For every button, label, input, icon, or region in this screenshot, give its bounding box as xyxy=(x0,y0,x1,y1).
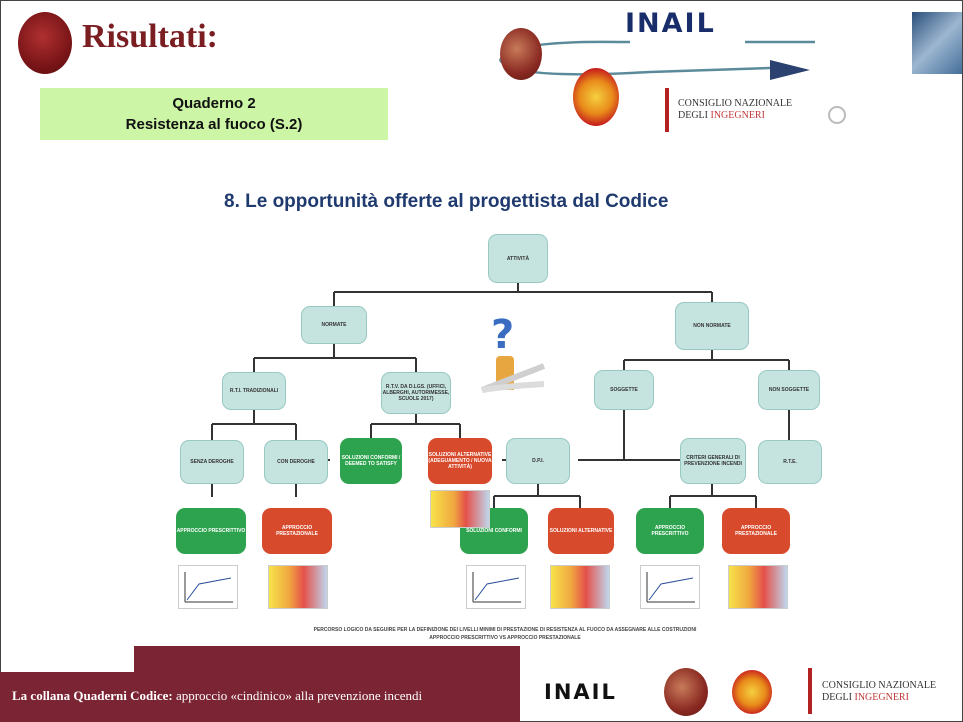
cni-emblem-icon xyxy=(828,106,846,124)
node-soggette: SOGGETTE xyxy=(594,370,654,410)
fire-curve-thumbnail-2 xyxy=(550,565,610,609)
node-dpi: D.P.I. xyxy=(506,438,570,484)
node-approccio-prescrittivo-2: APPROCCIO PRESCRITTIVO xyxy=(636,508,704,554)
seal-logo-small xyxy=(500,28,542,80)
cni-line1: CONSIGLIO NAZIONALE xyxy=(678,98,793,109)
university-seal-logo xyxy=(18,12,72,74)
node-senza-deroghe: SENZA DEROGHE xyxy=(180,440,244,484)
fire-curve-thumbnail-1 xyxy=(268,565,328,609)
node-approccio-prestazionale-2: APPROCCIO PRESTAZIONALE xyxy=(722,508,790,554)
cni-footer-line1: CONSIGLIO NAZIONALE xyxy=(822,680,937,691)
cni-footer-line2: DEGLI INGEGNERI xyxy=(822,692,936,704)
vigili-del-fuoco-logo xyxy=(573,68,619,126)
prescriptive-graph-thumbnail-1 xyxy=(178,565,238,609)
footer-series-name: La collana Quaderni Codice: xyxy=(12,688,173,703)
footer-band xyxy=(0,672,520,722)
diagram-caption: PERCORSO LOGICO DA SEGUIRE PER LA DEFINI… xyxy=(245,626,765,642)
footer-tab-band xyxy=(134,646,520,672)
inail-logo-footer: INAIL xyxy=(544,680,617,704)
page-title: Risultati: xyxy=(82,18,218,55)
node-criteri-generali: CRITERI GENERALI DI PREVENZIONE INCENDI xyxy=(680,438,746,484)
node-rte: R.T.E. xyxy=(758,440,822,484)
prescriptive-graph-thumbnail-2 xyxy=(466,565,526,609)
slide-heading: 8. Le opportunità offerte al progettista… xyxy=(224,191,669,212)
node-rt-tradizionali: R.T.I. TRADIZIONALI xyxy=(222,372,286,410)
seal-logo-footer xyxy=(664,668,708,716)
caption-line1: PERCORSO LOGICO DA SEGUIRE PER LA DEFINI… xyxy=(313,627,697,633)
quaderno-topic: Resistenza al fuoco (S.2) xyxy=(125,116,303,133)
corner-photo-thumbnail xyxy=(912,12,962,74)
node-soluzioni-conformi: SOLUZIONI CONFORMI / DEEMED TO SATISFY xyxy=(340,438,402,484)
cni-logo-bar-footer xyxy=(808,668,812,714)
quaderno-number: Quaderno 2 xyxy=(172,95,256,112)
crossroads-arrows-icon xyxy=(480,363,546,393)
footer-subtitle: approccio «cindinico» alla prevenzione i… xyxy=(172,688,423,703)
cni-logo-text: CONSIGLIO NAZIONALE DEGLI INGEGNERI xyxy=(678,98,792,122)
prescriptive-graph-thumbnail-3 xyxy=(640,565,700,609)
cni-logo-text-footer: CONSIGLIO NAZIONALE DEGLI INGEGNERI xyxy=(822,680,936,704)
node-soluzioni-alternative: SOLUZIONI ALTERNATIVE (ADEGUAMENTO / NUO… xyxy=(428,438,492,484)
node-attivita: ATTIVITÀ xyxy=(488,234,548,283)
node-rtv: R.T.V. DA D.LGS. (UFFICI, ALBERGHI, AUTO… xyxy=(381,372,451,414)
cni-line2-b: INGEGNERI xyxy=(710,110,765,121)
cni-logo-bar xyxy=(665,88,669,132)
fire-curve-thumbnail-3 xyxy=(728,565,788,609)
node-normate: NORMATE xyxy=(301,306,367,344)
node-approccio-prestazionale-1: APPROCCIO PRESTAZIONALE xyxy=(262,508,332,554)
inail-logo: INAIL xyxy=(625,8,716,39)
node-non-normate: NON NORMATE xyxy=(675,302,749,350)
quaderno-label-box: Quaderno 2 Resistenza al fuoco (S.2) xyxy=(40,88,388,140)
node-non-soggette: NON SOGGETTE xyxy=(758,370,820,410)
question-mark-icon: ? xyxy=(491,312,515,358)
cni-line2: DEGLI INGEGNERI xyxy=(678,110,792,122)
footer-text: La collana Quaderni Codice: approccio «c… xyxy=(12,688,422,704)
vigili-del-fuoco-logo-footer xyxy=(732,670,772,714)
caption-line2: APPROCCIO PRESCRITTIVO VS APPROCCIO PRES… xyxy=(429,635,581,641)
cni-footer-line2-a: DEGLI xyxy=(822,692,855,703)
cni-line2-a: DEGLI xyxy=(678,110,711,121)
fire-curve-thumbnail-center xyxy=(430,490,490,528)
node-approccio-prescrittivo-1: APPROCCIO PRESCRITTIVO xyxy=(176,508,246,554)
cni-footer-line2-b: INGEGNERI xyxy=(854,692,909,703)
node-soluzioni-alternative-2: SOLUZIONI ALTERNATIVE xyxy=(548,508,614,554)
node-con-deroghe: CON DEROGHE xyxy=(264,440,328,484)
